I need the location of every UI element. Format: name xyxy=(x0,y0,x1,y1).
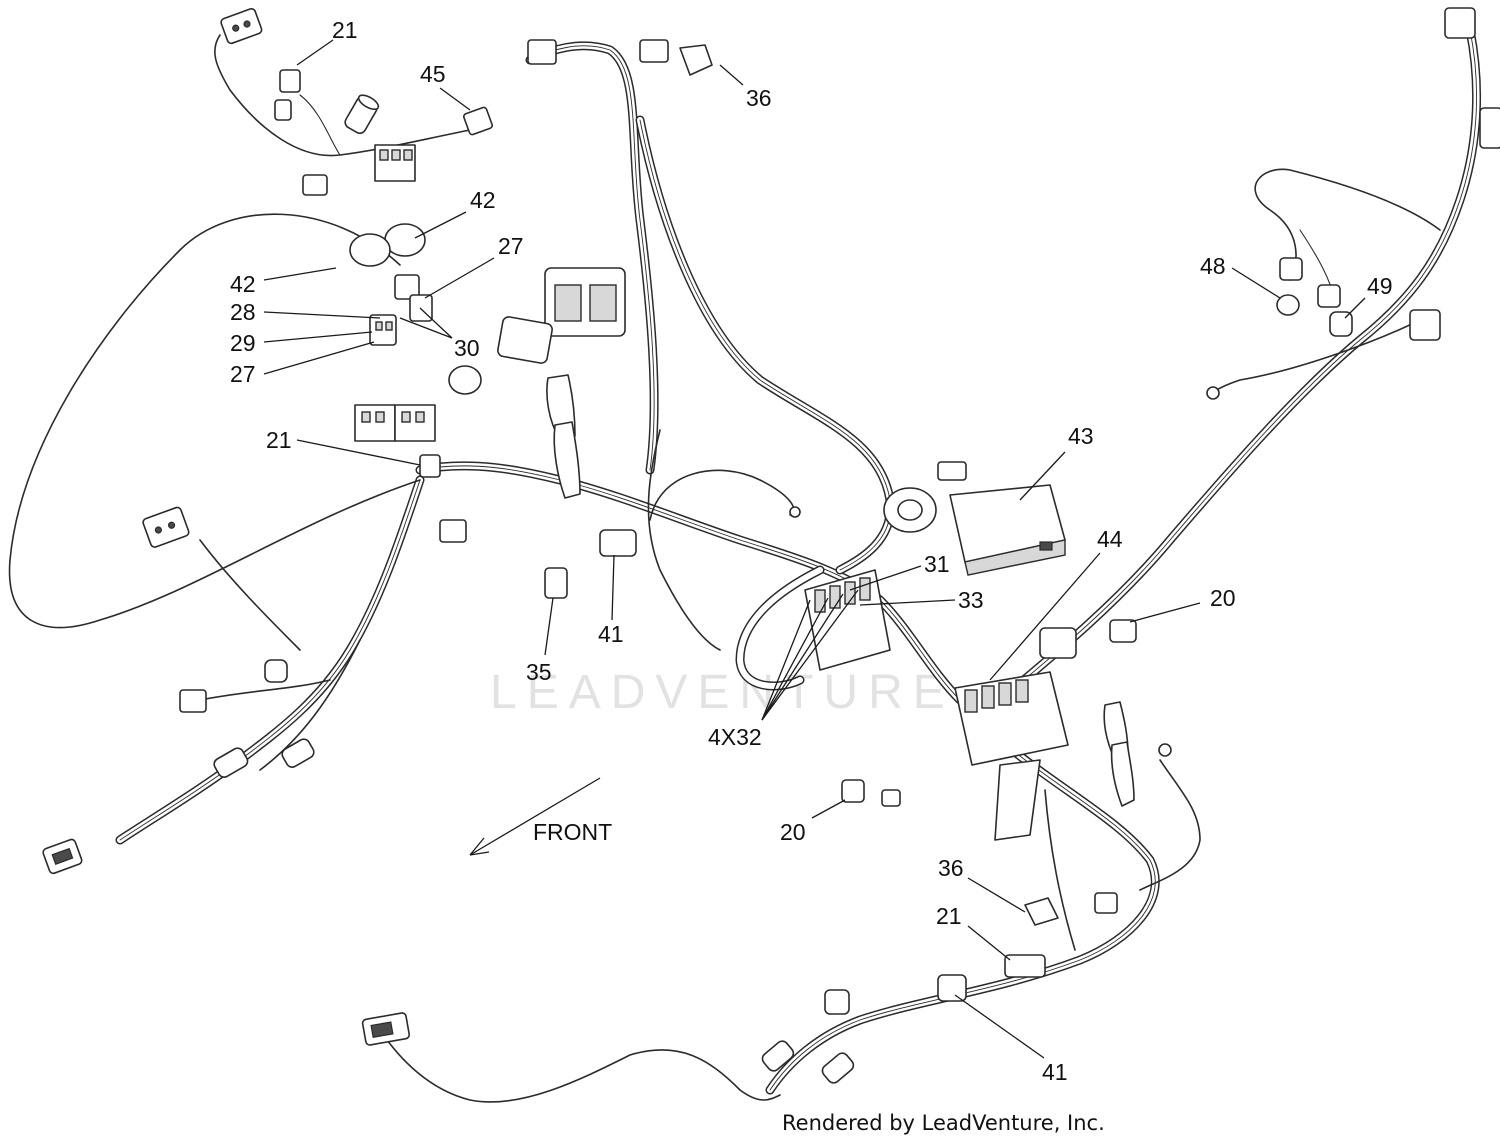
connector-center-right xyxy=(937,461,967,481)
connector-lower-cluster-c xyxy=(761,1040,795,1072)
callout-48: 48 xyxy=(1200,253,1226,279)
connector-lower-left-b xyxy=(213,747,249,778)
connector-41-center xyxy=(599,529,637,557)
connector-lower-cluster-a xyxy=(824,989,850,1015)
connector-35 xyxy=(544,567,568,599)
connector-lower-right-a xyxy=(1094,892,1118,914)
callout-43: 43 xyxy=(1068,423,1094,449)
clip-top-left xyxy=(302,174,328,196)
ecu-connector-small xyxy=(497,316,553,364)
components xyxy=(42,7,1500,1084)
connector-top-center-a xyxy=(527,39,557,65)
harness-thin-wires xyxy=(8,34,1441,1103)
callout-20: 20 xyxy=(1210,585,1236,611)
cap-48 xyxy=(1276,294,1300,316)
callout-27: 27 xyxy=(498,233,524,259)
callout-4x32: 4X32 xyxy=(708,724,762,750)
callout-20: 20 xyxy=(780,819,806,845)
ring-terminal-center xyxy=(789,506,801,518)
callout-42: 42 xyxy=(470,187,496,213)
connector-48-lead xyxy=(1279,257,1303,281)
connector-lower-left-a xyxy=(179,689,207,713)
callout-30: 30 xyxy=(454,335,480,361)
callout-45: 45 xyxy=(420,61,446,87)
connector-lower-left-c xyxy=(281,738,315,768)
callout-41: 41 xyxy=(598,621,624,647)
fuse-holder-group xyxy=(369,274,433,346)
ring-terminal-lower-right xyxy=(1158,743,1172,757)
boot-42-a xyxy=(384,223,426,257)
connector-45-small xyxy=(274,99,292,121)
connector-black-left xyxy=(439,519,467,543)
connector-top-right-b xyxy=(1479,107,1500,149)
cap-49 xyxy=(1329,311,1353,337)
connector-21-top xyxy=(279,69,301,93)
callout-21: 21 xyxy=(936,903,962,929)
connector-right-mid xyxy=(1409,309,1441,341)
connector-21-lower xyxy=(1004,954,1046,978)
callout-49: 49 xyxy=(1367,273,1393,299)
callout-36: 36 xyxy=(938,855,964,881)
fuse-block-31-33 xyxy=(804,569,891,671)
harness-main-bundle xyxy=(115,25,1482,1095)
cylinder-connector-top xyxy=(344,94,380,135)
fuse-block-44 xyxy=(954,671,1069,841)
callout-28: 28 xyxy=(230,299,256,325)
front-label: FRONT xyxy=(533,819,612,845)
connector-top-center-b xyxy=(639,39,669,63)
callout-36: 36 xyxy=(746,85,772,111)
connector-lower-cluster-d xyxy=(821,1052,855,1084)
callout-35: 35 xyxy=(526,659,552,685)
connector-top-left xyxy=(220,8,263,45)
spark-boot-right-b xyxy=(1110,741,1135,807)
callout-leaders xyxy=(263,39,1366,1059)
relay-block-top xyxy=(374,144,416,182)
callout-29: 29 xyxy=(230,330,256,356)
ring-terminal-right xyxy=(1206,386,1220,400)
callout-33: 33 xyxy=(958,587,984,613)
callout-27: 27 xyxy=(230,361,256,387)
spark-boot-b xyxy=(553,421,581,499)
module-43 xyxy=(949,484,1066,576)
callout-44: 44 xyxy=(1097,526,1123,552)
clip-36-top xyxy=(679,44,713,76)
connector-20-upper-b xyxy=(1109,619,1137,643)
connector-45 xyxy=(463,106,493,136)
front-direction-arrow: FRONT xyxy=(469,777,612,856)
callout-31: 31 xyxy=(924,551,950,577)
relay-block-left xyxy=(354,404,436,442)
connector-21-left xyxy=(419,454,441,478)
callout-21: 21 xyxy=(266,427,292,453)
connector-49-lead xyxy=(1317,284,1341,308)
callout-42: 42 xyxy=(230,271,256,297)
render-credit: Rendered by LeadVenture, Inc. xyxy=(782,1111,1105,1135)
connector-far-lower-left xyxy=(42,838,83,875)
boot-42-b xyxy=(349,233,391,267)
watermark: LEADVENTURE xyxy=(490,666,955,719)
clip-36-lower xyxy=(1024,897,1059,926)
callout-21: 21 xyxy=(332,17,358,43)
connector-bottom-left xyxy=(361,1012,411,1046)
connector-20-lower-b xyxy=(881,789,901,807)
connector-20-upper xyxy=(1039,627,1077,659)
callout-41: 41 xyxy=(1042,1059,1068,1085)
callout-labels: 21 45 36 42 27 42 28 29 27 30 21 48 49 4… xyxy=(230,17,1393,1085)
connector-lower-left-grommet xyxy=(264,659,288,683)
connector-20-lower xyxy=(841,779,865,803)
connector-top-right-a xyxy=(1444,7,1476,39)
ecu-connector-large xyxy=(544,267,626,337)
boot-round-mid xyxy=(448,365,482,395)
connector-lower-cluster-b xyxy=(937,974,967,1002)
connector-angled-left xyxy=(142,506,190,548)
